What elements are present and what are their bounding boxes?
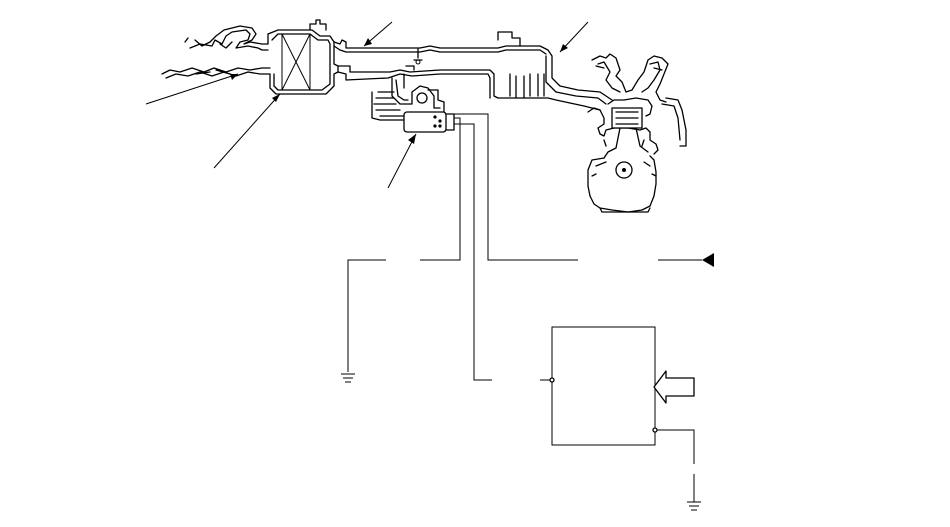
ecm-box <box>551 326 656 446</box>
air-cleaner <box>267 19 339 95</box>
intake-air-duct <box>333 31 553 99</box>
ecm-input-terminal <box>549 377 555 383</box>
engine <box>587 53 687 213</box>
leader-maf-sensor <box>387 133 417 189</box>
wire-maf-external <box>454 113 578 261</box>
ground-symbol-right <box>687 474 701 511</box>
intake-resonator <box>161 25 271 79</box>
ecm <box>549 326 695 464</box>
intake-manifold <box>497 55 613 111</box>
wiring <box>347 113 714 381</box>
wire-maf-ground <box>420 117 461 261</box>
throttle-body <box>371 65 445 121</box>
external-connector-arrow-icon <box>702 253 714 267</box>
ecm-ground-terminal <box>652 427 658 433</box>
leader-resonator <box>145 73 239 105</box>
leader-air-cleaner <box>213 93 281 169</box>
ground-symbol-left <box>341 373 355 383</box>
wire-maf-ecm <box>454 123 492 381</box>
wire-ground-left <box>347 259 386 372</box>
leader-lines <box>145 21 589 189</box>
wire-ecm-ground <box>657 429 695 464</box>
mass-air-flow-sensor <box>403 111 455 133</box>
ecm-input-arrow-icon <box>653 370 695 404</box>
